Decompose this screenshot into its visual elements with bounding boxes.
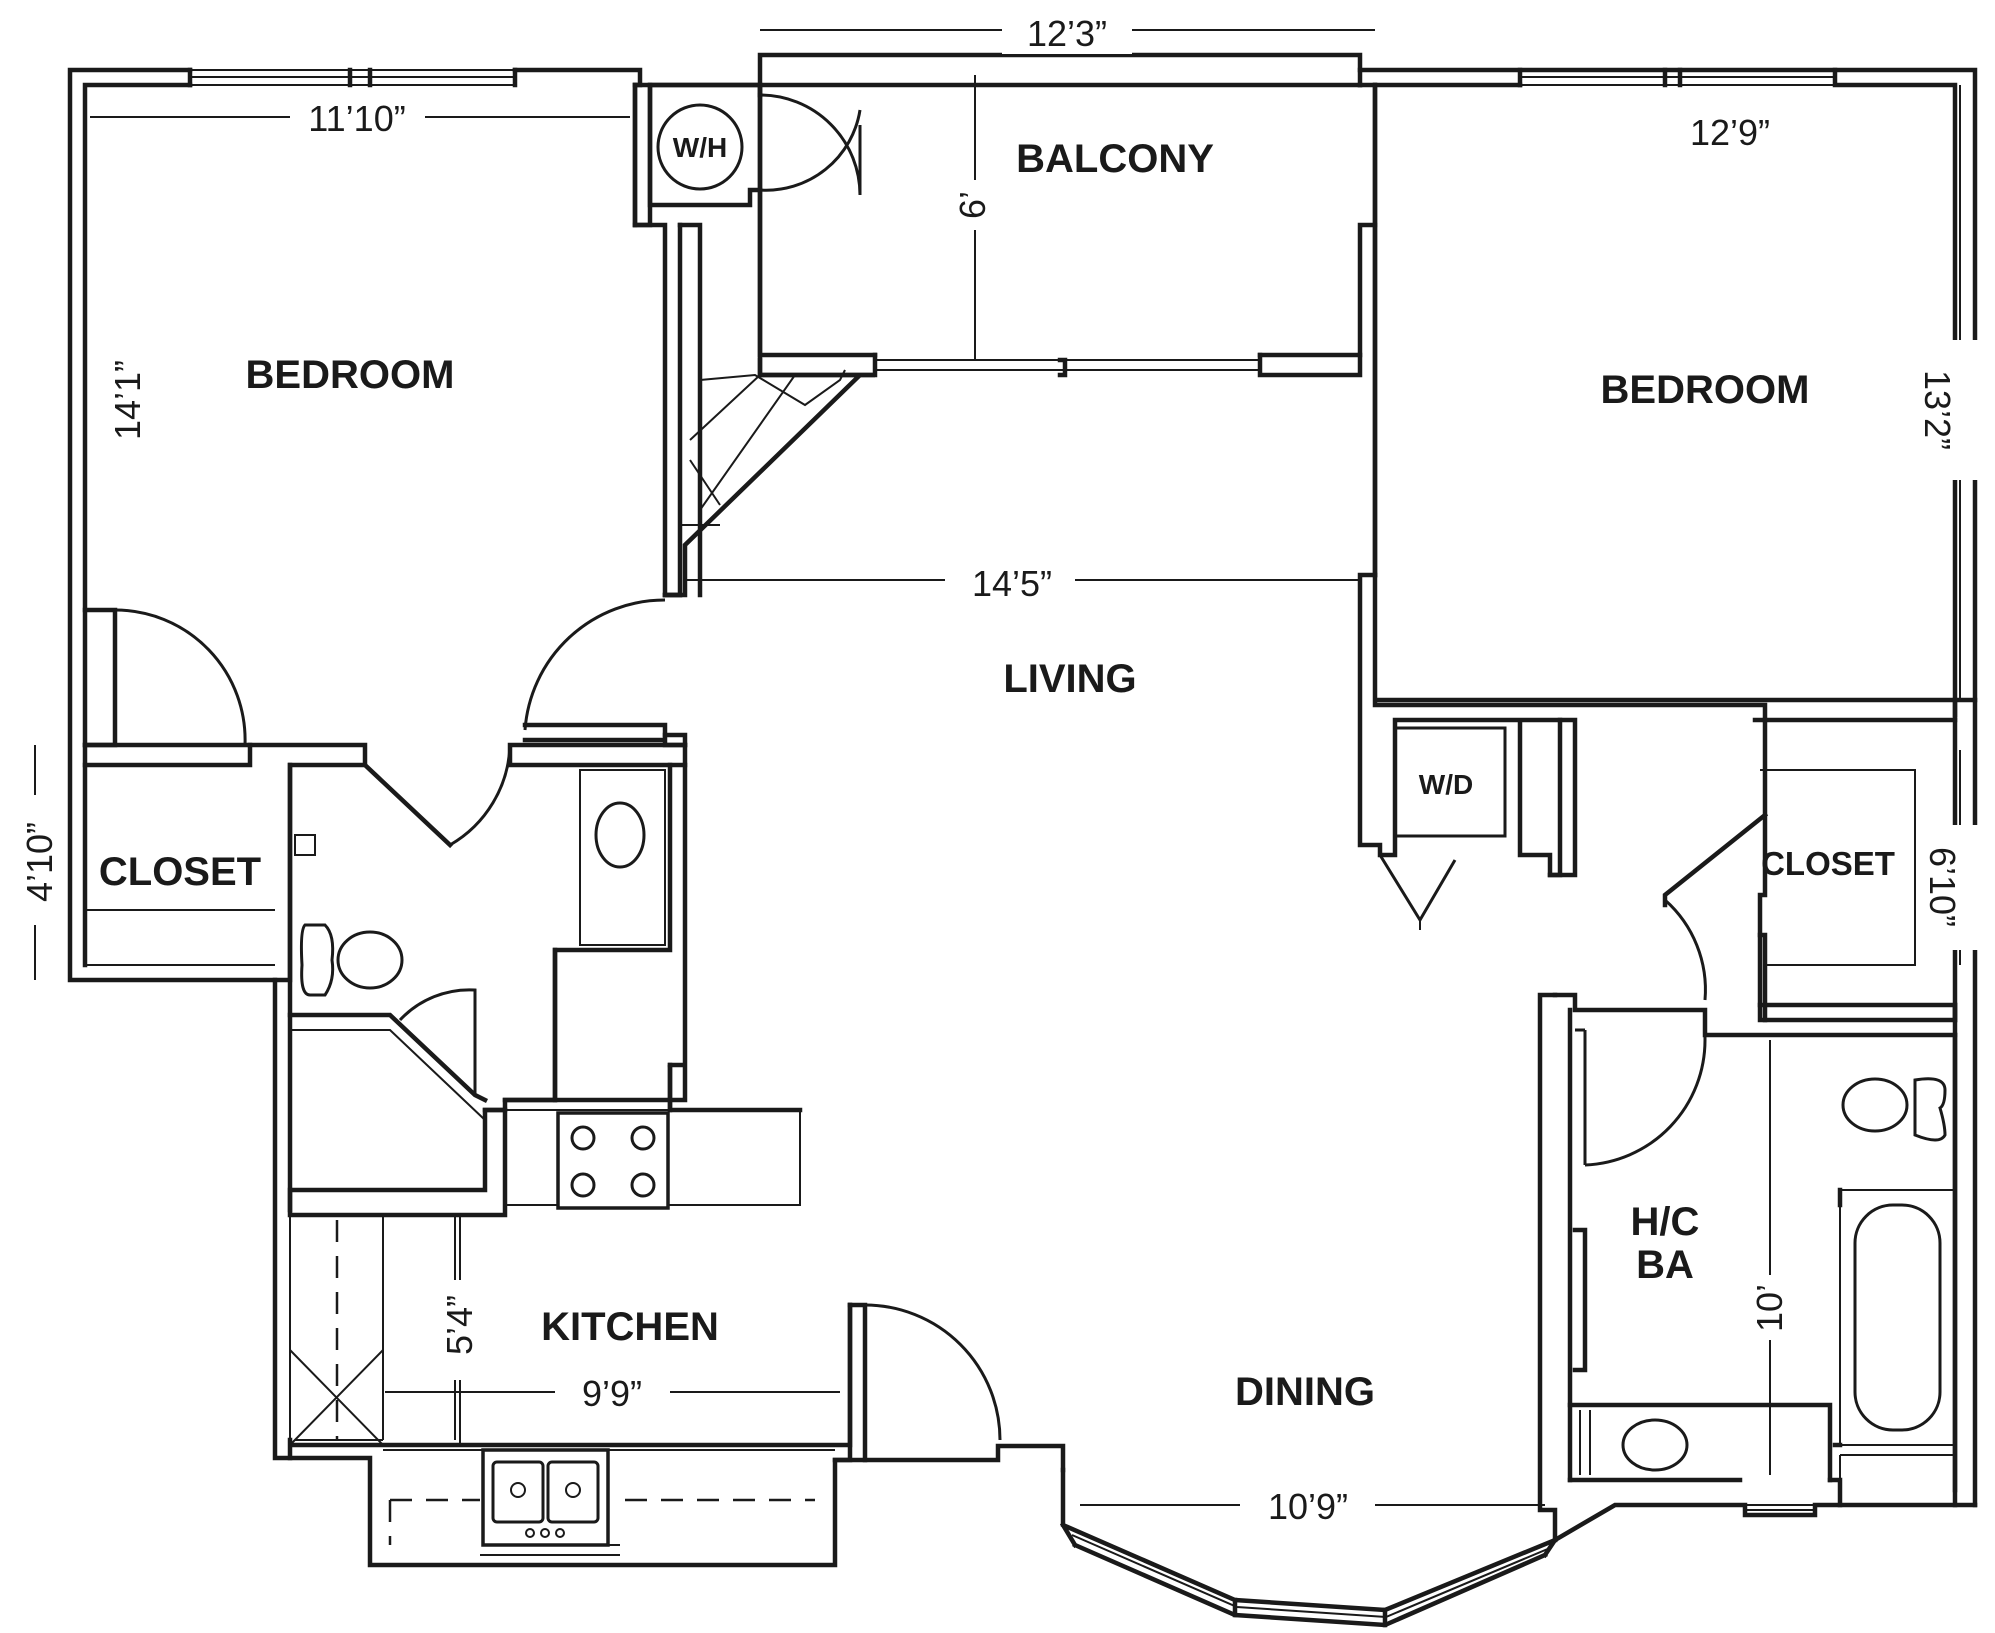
right-bath <box>1552 992 1958 1508</box>
label-washer-dryer: W/D <box>1419 769 1473 800</box>
room-label-bath-line1: H/C <box>1631 1200 1700 1244</box>
dim-bedroom-left-depth: 14’1” <box>107 360 148 440</box>
room-label-balcony: BALCONY <box>1016 137 1214 181</box>
dim-bedroom-right-width: 12’9” <box>1690 112 1770 153</box>
water-heater-closet <box>632 82 862 208</box>
left-bath <box>287 742 803 1213</box>
label-water-heater: W/H <box>673 132 727 163</box>
dim-bath-depth: 10’ <box>1749 1284 1790 1332</box>
dim-kitchen-depth: 5’4” <box>439 1295 480 1355</box>
room-label-closet-right: CLOSET <box>1761 845 1895 882</box>
dim-living-width: 14’5” <box>972 563 1052 604</box>
dim-bedroom-right-depth: 13’2” <box>1917 370 1958 450</box>
dim-bedroom-left-width: 11’10” <box>308 98 405 139</box>
room-label-closet-left: CLOSET <box>99 850 261 894</box>
dim-balcony-width: 12’3” <box>1027 13 1107 54</box>
dim-balcony-depth: 6’ <box>952 191 993 219</box>
dim-closet-right-depth: 6’10” <box>1922 847 1963 927</box>
right-bedroom <box>1357 82 1958 1023</box>
dim-dining-width: 10’9” <box>1268 1486 1348 1527</box>
living-door <box>522 592 688 748</box>
outer-walls <box>67 52 1978 1628</box>
kitchen <box>287 1107 1002 1556</box>
room-label-living: LIVING <box>1003 657 1136 701</box>
room-label-dining: DINING <box>1235 1370 1375 1414</box>
room-label-bath-line2: BA <box>1636 1243 1694 1287</box>
room-label-bedroom-left: BEDROOM <box>246 353 455 397</box>
room-label-bedroom-right: BEDROOM <box>1601 368 1810 412</box>
dim-closet-left-depth: 4’10” <box>19 822 60 902</box>
dim-kitchen-width: 9’9” <box>582 1373 642 1414</box>
room-label-kitchen: KITCHEN <box>541 1305 719 1349</box>
